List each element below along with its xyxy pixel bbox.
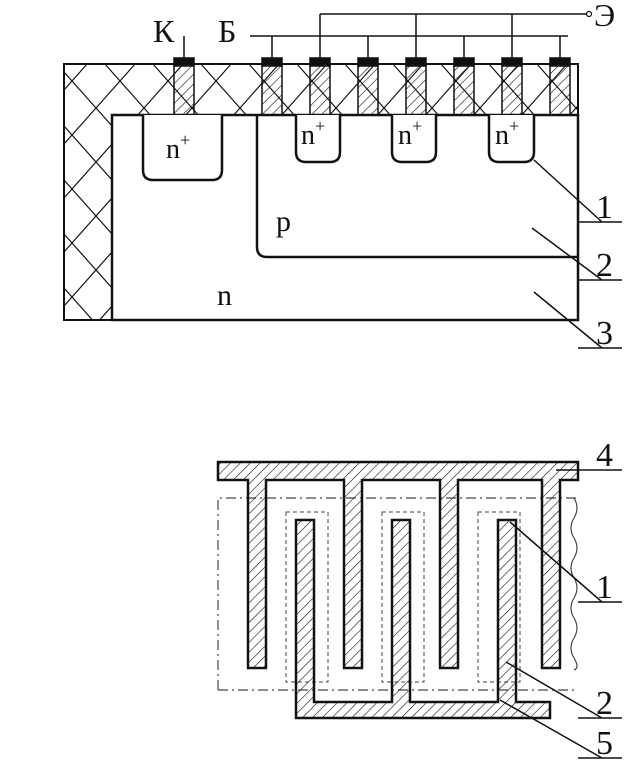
base-region-outline — [217, 497, 578, 690]
callout-1: 1 — [596, 569, 613, 606]
n-plus-label: n+ — [166, 130, 190, 165]
callout-3: 3 — [596, 315, 613, 352]
break-line — [570, 497, 578, 671]
callout-4: 4 — [596, 437, 613, 474]
n-plus-label: n+ — [398, 116, 422, 151]
callout-2: 2 — [596, 247, 613, 284]
p-base-region — [255, 115, 578, 259]
callout-1: 1 — [596, 189, 613, 226]
callout-5: 5 — [596, 725, 613, 762]
base-contact — [549, 63, 571, 116]
base-terminal-label: Б — [218, 13, 236, 49]
emitter-contact — [309, 63, 331, 116]
emitter-terminal-label: Э — [594, 0, 615, 33]
base-contact — [453, 63, 475, 116]
base-contact — [357, 63, 379, 116]
n-plus-collector-well — [141, 115, 224, 182]
collector-contact — [173, 63, 195, 116]
contact-plugs — [173, 57, 571, 116]
plan-view: 4 1 2 5 — [216, 437, 622, 762]
base-contact — [261, 63, 283, 116]
n-plus-emitter — [294, 115, 342, 164]
plan-callout-leaders — [499, 469, 622, 759]
callout-leaders — [531, 159, 622, 349]
p-region-label: p — [276, 205, 291, 238]
n-plus-emitter — [487, 115, 536, 164]
collector-terminal-label: К — [153, 13, 175, 49]
n-region-label: n — [217, 279, 232, 312]
emitter-contact — [405, 63, 427, 116]
n-plus-emitter — [390, 115, 438, 164]
n-plus-label: n+ — [301, 116, 325, 151]
base-comb-metal — [216, 460, 580, 670]
cross-section: n+ n+ n+ n+ p n К Б Э — [63, 0, 622, 352]
n-plus-label: n+ — [495, 116, 519, 151]
emitter-comb-metal — [294, 518, 552, 720]
emitter-terminal-dot — [585, 10, 593, 18]
terminal-wiring — [183, 13, 588, 58]
emitter-contact — [501, 63, 523, 116]
callout-2: 2 — [596, 685, 613, 722]
